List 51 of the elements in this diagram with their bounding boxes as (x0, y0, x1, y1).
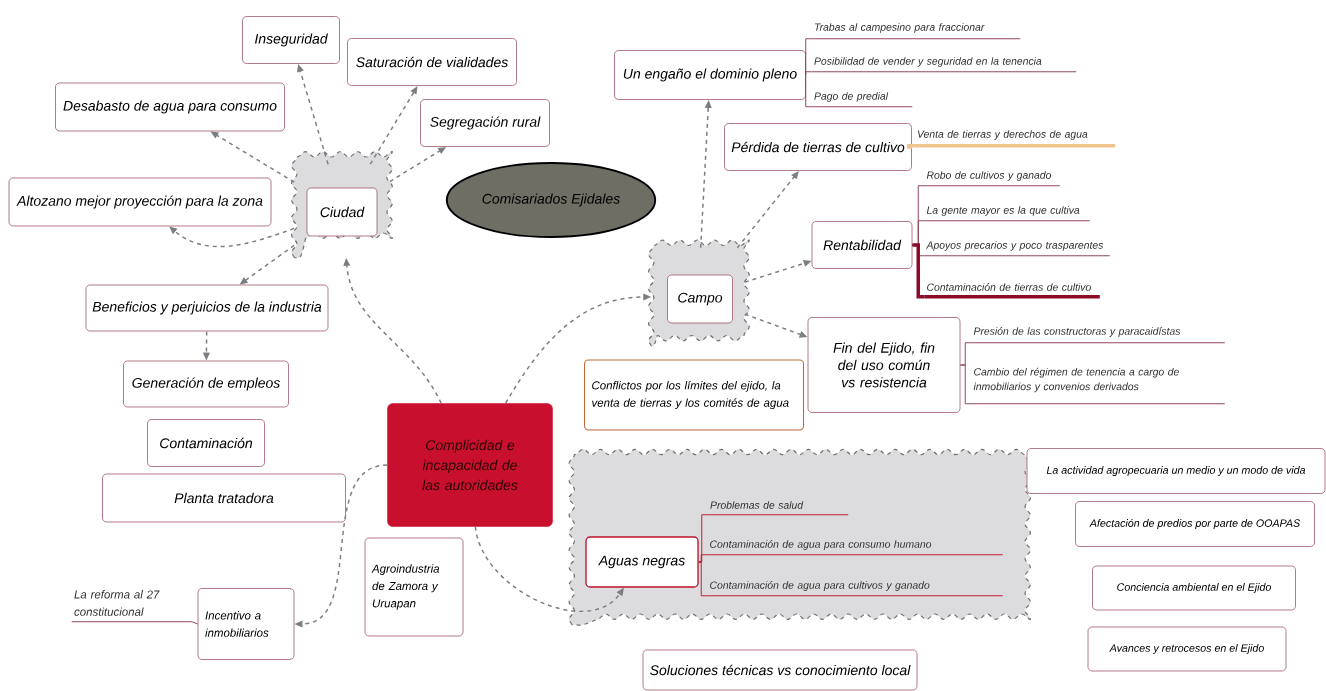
branch-text: Venta de tierras y derechos de agua (914, 130, 1116, 148)
branch-line (805, 71, 813, 76)
branch-text: Pago de predial (811, 92, 913, 108)
branch-text: La reforma al 27 constitucional (71, 590, 193, 623)
topic-box: Fin del Ejido, fin del uso común vs resistencia (807, 317, 961, 413)
branch-line (698, 554, 708, 563)
topic-box: Soluciones técnicas vs conocimiento local (642, 649, 918, 691)
arrow (736, 171, 799, 249)
note-box: Incentivo a inmobiliarios (197, 588, 295, 660)
note-box: La actividad agropecuaria un medio y un modo de vida (1026, 448, 1326, 494)
topic-box: Desabasto de agua para consumo (55, 82, 285, 132)
wavy-frame (568, 448, 1031, 626)
branch-text: Problemas de salud (707, 501, 849, 516)
branch-text: Posibilidad de vender y seguridad en la tenencia (811, 57, 1077, 73)
note-box: Agroindustria de Zamora y Uruapan (364, 537, 464, 637)
note-box: Conciencia ambiental en el Ejido (1092, 565, 1296, 611)
topic-box: Saturación de vialidades (347, 38, 517, 86)
branch-line (698, 561, 708, 597)
node-label: La actividad agropecuaria un medio y un modo de vida (1046, 466, 1306, 476)
central-topic-box: Complicidad e incapacidad de las autoridades (387, 403, 553, 527)
topic-box: Inseguridad (242, 16, 340, 64)
branch-text: Contaminación de agua para consumo humano (706, 540, 1004, 556)
branch-text: Robo de cultivos y ganado (923, 171, 1061, 187)
topic-box: Pérdida de tierras de cultivo (724, 123, 912, 171)
note-box: Avances y retrocesos en el Ejido (1087, 626, 1287, 672)
branch-text: Contaminación de tierras de cultivo (924, 283, 1100, 299)
branch-line (191, 621, 199, 625)
topic-box: Rentabilidad (811, 221, 913, 269)
topic-box: Segregación rural (420, 99, 550, 147)
topic-box: Contaminación (147, 419, 265, 467)
arrow (369, 86, 418, 165)
branch-text: Contaminación de agua para cultivos y ganado (706, 581, 1004, 597)
branch-text: La gente mayor es la que cultiva (923, 206, 1091, 222)
topic-box: Generación de empleos (123, 360, 289, 408)
topic-box: Aguas negras (585, 536, 699, 588)
topic-box: Planta tratadora (102, 473, 346, 523)
topic-box: Un engaño el dominio pleno (614, 50, 806, 100)
arrow (474, 526, 624, 613)
branch-text: Trabas al campesino para fraccionar (811, 23, 1021, 40)
note-box: Afectación de predios por parte de OOAPAS (1075, 501, 1315, 547)
branch-line (959, 364, 972, 405)
branch-line (912, 243, 925, 299)
branch-text: Apoyos precarios y poco trasparentes (923, 241, 1111, 257)
branch-line (907, 144, 915, 149)
branch-text: Cambio del régimen de tenencia a cargo de inmobiliarios y convenios derivados (970, 367, 1226, 405)
note-box: Conflictos por los límites del ejido, la venta de tierras y los comités de agua (583, 359, 805, 431)
topic-box: Altozano mejor proyección para la zona (8, 177, 272, 227)
branch-line (805, 74, 813, 108)
branch-text: Presión de las constructoras y paracaidístas (970, 327, 1226, 344)
topic-box: Beneficios y perjuicios de la industria (85, 284, 329, 332)
arrow (169, 226, 295, 248)
